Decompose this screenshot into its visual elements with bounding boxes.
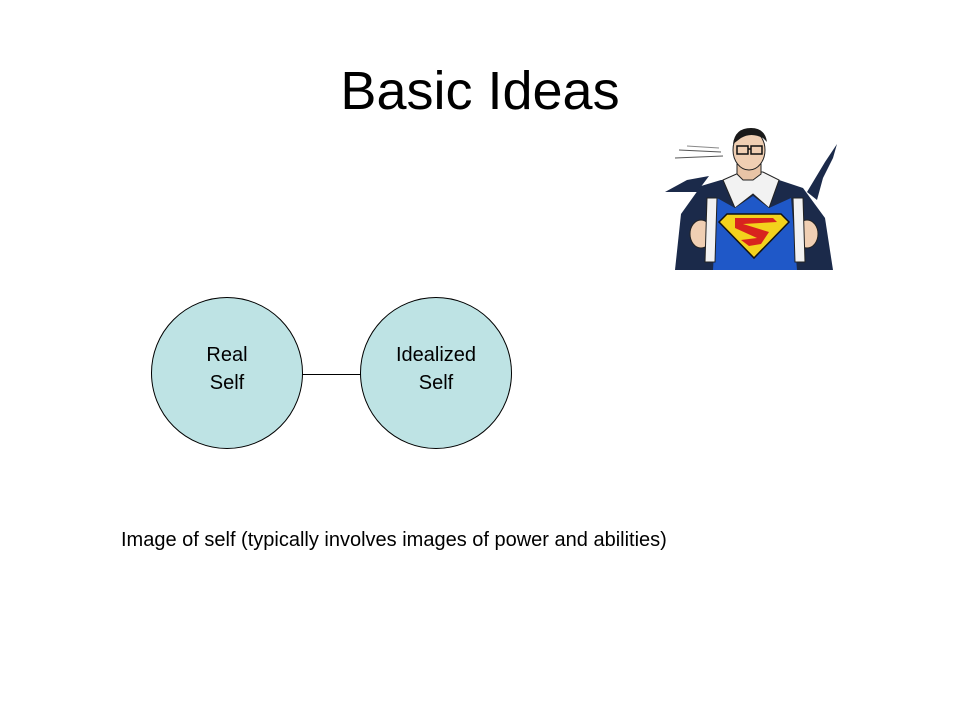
idealized-self-label-line2: Self bbox=[418, 372, 454, 394]
real-self-label-line2: Self bbox=[209, 372, 245, 394]
slide-caption: Image of self (typically involves images… bbox=[121, 529, 667, 551]
idealized-self-label-line1: Idealized bbox=[395, 344, 477, 366]
slide-title: Basic Ideas bbox=[340, 61, 620, 121]
idealized-self-node: Idealized Self bbox=[360, 297, 512, 449]
superhero-reveal-icon bbox=[665, 128, 837, 270]
connector-line bbox=[302, 374, 362, 375]
real-self-label-line1: Real bbox=[206, 344, 248, 366]
real-self-node: Real Self bbox=[151, 297, 303, 449]
